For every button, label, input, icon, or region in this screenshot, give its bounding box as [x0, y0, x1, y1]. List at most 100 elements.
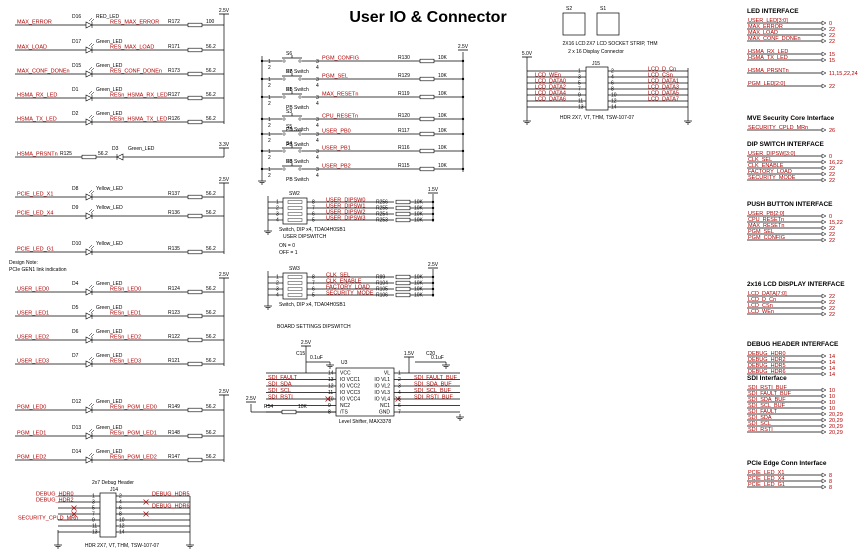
dip-slider [287, 293, 303, 297]
pb-net-label: PGM_CONFIG [322, 56, 359, 62]
pb-type-label: PB Switch [286, 127, 309, 133]
pb-contact [282, 117, 286, 121]
interface-pin: 20,29 [829, 430, 843, 436]
junction-dot [260, 77, 264, 81]
interface-net: USER_DIPSW[3:0] [748, 151, 796, 157]
resistor-symbol [81, 154, 97, 160]
led-arrow [90, 115, 95, 120]
left-net-label: PGM_LED2 [17, 455, 46, 461]
ic-net: SDI_FAULT_BUF [414, 375, 458, 381]
interface-net: DEBUG_HDR2 [748, 357, 786, 363]
pb-ref-label: S5 [286, 124, 292, 130]
resistor-symbol [187, 337, 203, 343]
dip-ref-label: SW2 [289, 191, 300, 197]
resistor-ref: R148 [168, 430, 180, 436]
pin-number: 4 [316, 155, 319, 161]
junction-dot [260, 117, 264, 121]
resistor-value: 100 [206, 19, 215, 25]
resistor-ref: R99 [376, 275, 385, 281]
pb-net-label: CPU_RESETn [322, 114, 358, 120]
pin-number: 4 [316, 173, 319, 179]
wire-layer [15, 14, 822, 545]
dip-net-label: SECURITY_MODE [326, 291, 374, 297]
interface-pin: 14 [829, 354, 835, 360]
interface-net: SDI_RSTI [748, 427, 773, 433]
interface-net: CLK_ENABLE [748, 163, 784, 169]
interface-net: PGM_LED[2:0] [748, 81, 785, 87]
lcd-label: 2X7 LCD SOCKET STRIP, THM [586, 41, 657, 47]
junction-dot [260, 167, 264, 171]
pin-number: 3 [316, 59, 319, 65]
resistor-symbol [395, 280, 411, 286]
ic-pin-name: GND [379, 410, 391, 416]
led-color-label: Green_LED [96, 87, 123, 93]
resistor-ref: R116 [398, 145, 410, 151]
lcd-ref: S1 [600, 6, 606, 12]
resistor-value: 56.2 [206, 286, 216, 292]
junction-dot [461, 167, 465, 171]
ic-pin-name: /TS [340, 410, 348, 416]
led-icon [85, 456, 93, 464]
resistor-ref: R54 [264, 404, 273, 410]
port-arrow-icon [821, 311, 827, 317]
pin-number: 3 [276, 212, 279, 218]
lcd-net-left: LCD_DATA4 [535, 91, 566, 97]
ic-net: SDI_FAULT [268, 375, 298, 381]
interface-net: PGM_CONFIG [748, 235, 785, 241]
resistor-ref: R135 [168, 246, 180, 252]
interface-title: PUSH BUTTON INTERFACE [747, 201, 833, 208]
interface-net: SDI_RSTI_BUF [748, 385, 787, 391]
lcd-socket-icon [596, 12, 620, 36]
interface-net: CLK_SEL [748, 157, 772, 163]
pin-number: 3 [316, 132, 319, 138]
led-arrow [90, 403, 95, 408]
ic-name: Level Shifter, MAX3378 [339, 419, 391, 425]
led-arrow [90, 190, 95, 195]
interface-pin: 14 [829, 360, 835, 366]
led-ref-label: D15 [72, 63, 81, 69]
led-icon [85, 21, 93, 29]
dip-ref-label: SW3 [289, 266, 300, 272]
no-connect-icon [71, 511, 77, 517]
resistor-ref: R136 [168, 210, 180, 216]
resistor-symbol [419, 116, 435, 122]
pin-number: 4 [316, 138, 319, 144]
resistor-value: 10K [414, 206, 424, 212]
led-ref-label: D10 [72, 241, 81, 247]
port-arrow-icon [821, 32, 827, 38]
resistor-ref: R121 [168, 358, 180, 364]
pin-number: 6 [119, 506, 122, 512]
left-net-label: HSMA_RX_LED [17, 93, 57, 99]
led-arrow [88, 17, 93, 22]
port-arrow-icon [821, 429, 827, 435]
ic-net: SDI_RSTI_BUF [414, 395, 453, 401]
interface-pin: 0 [829, 154, 832, 160]
dip-caption: USER DIPSWITCH [283, 234, 327, 240]
dip-net-label: CLK_SEL [326, 273, 350, 279]
pin-number: 3 [398, 384, 401, 390]
junction-dot [431, 218, 435, 222]
resistor-value: 10K [438, 145, 448, 151]
interface-pin: 15,22 [829, 220, 843, 226]
resistor-symbol [395, 211, 411, 217]
port-arrow-icon [821, 20, 827, 26]
resistor-symbol [187, 361, 203, 367]
no-connect-icon [143, 499, 149, 505]
lcd-net-right: LCD_D_Cn [648, 67, 676, 73]
interface-net: DEBUG_HDR0 [748, 351, 786, 357]
led-net-label: RES_MAX_ERROR [110, 20, 159, 26]
interface-pin: 22 [829, 172, 835, 178]
lcd-net-right: LCD_DATA5 [648, 91, 679, 97]
header-net-left: SECURITY_CPLD_MRn [18, 516, 78, 522]
led-net-label: RES_CONF_DONEn [110, 69, 162, 75]
pin-number: 2 [268, 123, 271, 129]
junction-dot [431, 200, 435, 204]
ic-net: SDI_SDA [268, 382, 292, 388]
debug-header-icon [99, 492, 117, 538]
pin-number: 1 [276, 275, 279, 281]
resistor-symbol [187, 47, 203, 53]
interface-title: 2x16 LCD DISPLAY INTERFACE [747, 281, 845, 288]
interface-net: PCIE_LED_X4 [748, 476, 784, 482]
resistor-value: 56.2 [206, 334, 216, 340]
resistor-value: 56.2 [206, 44, 216, 50]
